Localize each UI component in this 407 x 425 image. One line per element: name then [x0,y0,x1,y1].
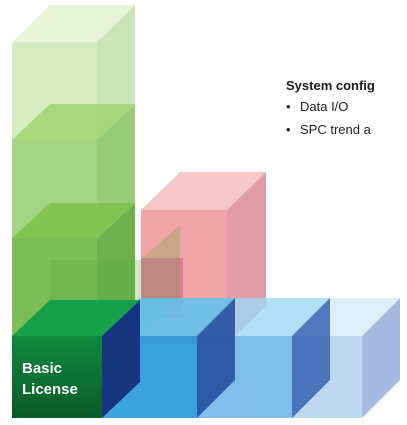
feature-label: SPC trend a [300,122,371,137]
bullet-icon: • [286,122,291,137]
basic-license-label: Basic License [22,358,78,400]
feature-label: Data I/O [300,99,349,114]
license-label-line-2: License [22,381,78,398]
bullet-icon: • [286,99,291,114]
list-item: • Data I/O [286,99,371,122]
license-label-line-1: Basic [22,360,63,377]
list-item: • SPC trend a [286,122,371,145]
system-config-title: System config [286,78,375,93]
feature-list: • Data I/O • SPC trend a [286,99,371,145]
basic-license-cube [12,300,140,418]
